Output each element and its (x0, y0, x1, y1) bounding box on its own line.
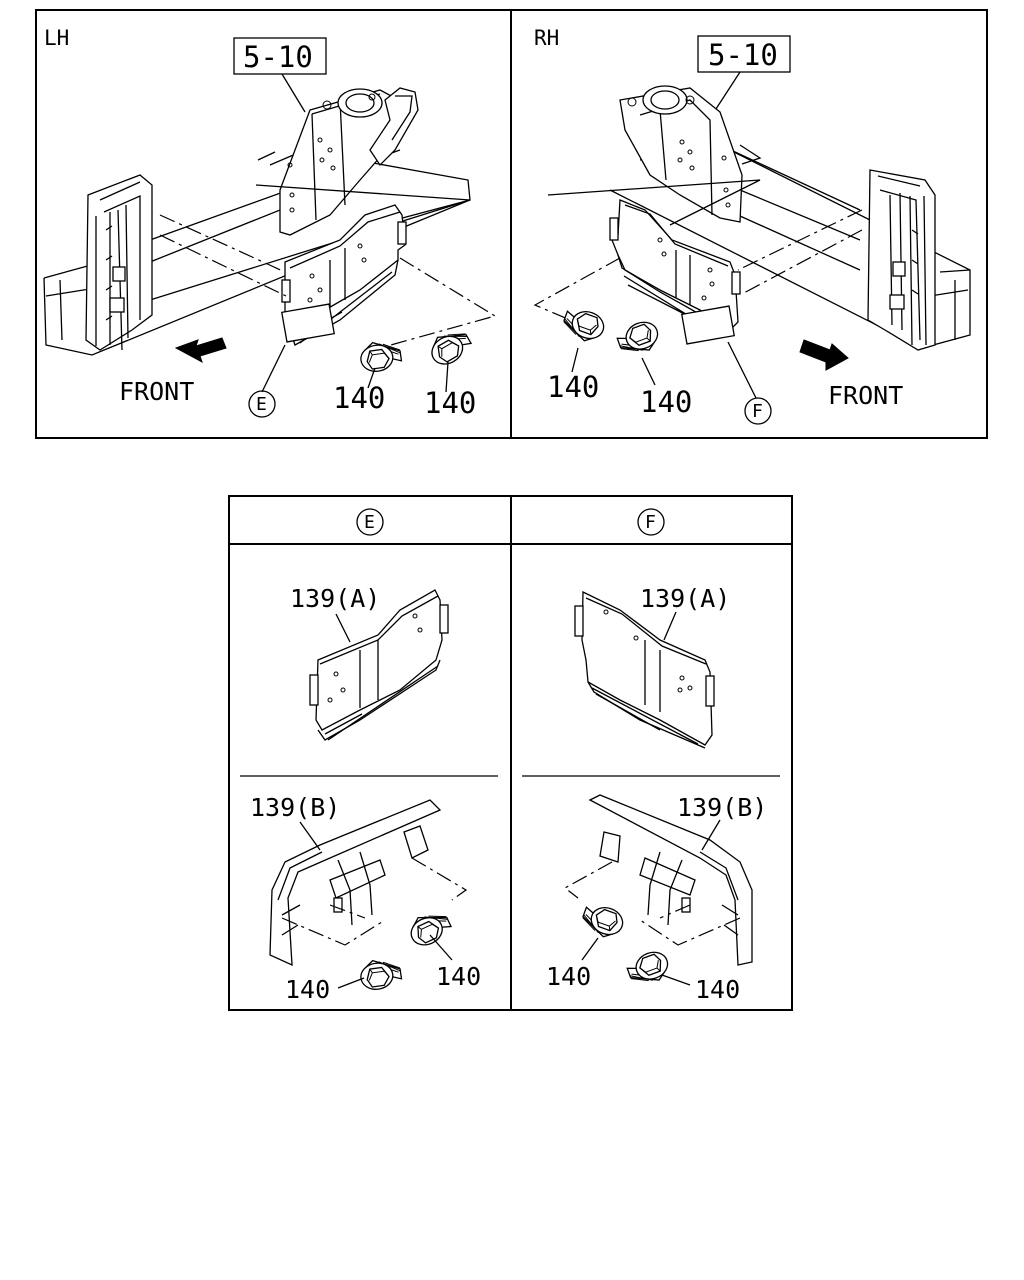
lh-hanger-bracket (279, 87, 419, 236)
lh-centerline-3 (379, 257, 497, 349)
rh-centerline-1 (737, 209, 863, 271)
rh-front-post (867, 169, 936, 351)
rh-hanger-bracket (619, 85, 743, 223)
detail-table: E F 139(A) (228, 495, 793, 1011)
lh-panel: LH 5-10 (43, 26, 497, 420)
detail-e-bolt-left-leader (337, 977, 365, 989)
detail-f-a-leader (663, 611, 677, 641)
rh-callout-letter: F (752, 401, 763, 422)
detail-header-e: E (364, 512, 375, 533)
detail-f-b-centerlines (563, 861, 741, 946)
rh-centerline-2 (741, 229, 863, 295)
detail-e-b-bolt-right: 140 (436, 962, 481, 991)
lh-part-left-leader (367, 367, 376, 389)
rh-front-arrow-icon (799, 339, 849, 371)
detail-f-bolt-right-icon (624, 947, 673, 990)
rh-section-box (681, 305, 735, 345)
detail-f-a-label: 139(A) (640, 584, 730, 613)
rh-centerline-3 (533, 257, 621, 321)
detail-header-f: F (645, 512, 656, 533)
detail-e-a-label: 139(A) (290, 584, 380, 613)
rh-ref-label: 5-10 (708, 38, 778, 72)
rh-bolt-right-icon (614, 317, 663, 360)
detail-e-bolt-right-icon (404, 905, 455, 951)
detail-f-b-bolt-left: 140 (546, 962, 591, 991)
lh-front-arrow-icon (174, 337, 227, 364)
detail-e-plate-b (269, 799, 442, 967)
lh-callout-letter: E (256, 394, 267, 415)
detail-e-a-leader (335, 613, 351, 643)
detail-e-b-bolt-left: 140 (285, 975, 330, 1004)
detail-f-b-leader (701, 819, 721, 851)
rh-side-label: RH (534, 26, 559, 50)
rh-part-left-leader (571, 347, 579, 373)
rh-ref-leader (713, 71, 741, 113)
detail-e-b-centerlines (281, 857, 468, 946)
lh-ref-leader (281, 73, 306, 113)
lh-centerline-2 (159, 234, 287, 297)
rh-ref-box (697, 35, 791, 73)
rh-part-right-leader (641, 357, 656, 386)
lh-section-box (281, 303, 335, 343)
lh-ref-box (233, 37, 327, 75)
lh-ref-label: 5-10 (243, 40, 313, 74)
detail-f-plate-a (574, 590, 715, 749)
rh-panel: RH 5-10 (533, 26, 971, 425)
rh-part-right-label: 140 (640, 385, 692, 419)
detail-f-bolt-left-icon (578, 899, 628, 943)
detail-e-b-label: 139(B) (250, 793, 340, 822)
detail-e-bolt-left-icon (358, 956, 404, 992)
lh-bolt-right-icon (424, 323, 476, 371)
detail-e-plate-a (309, 589, 449, 741)
detail-f-bolt-left-leader (581, 937, 599, 961)
lh-side-label: LH (44, 26, 69, 50)
lh-part-right-leader (445, 361, 449, 393)
rh-part-left-label: 140 (547, 370, 599, 404)
lh-callout-leader (261, 344, 286, 393)
detail-f-b-label: 139(B) (677, 793, 767, 822)
detail-e-bolt-right-leader (429, 934, 453, 961)
lh-centerline-1 (159, 214, 286, 273)
lh-front-post (85, 174, 153, 351)
rh-projection-lines (547, 179, 761, 226)
rh-front-label: FRONT (828, 381, 903, 410)
lh-part-right-label: 140 (424, 386, 476, 420)
detail-f-b-bolt-right: 140 (695, 975, 740, 1004)
detail-e-b-leader (299, 821, 321, 851)
rh-callout-leader (727, 341, 757, 399)
rh-bolt-left-icon (559, 303, 609, 347)
detail-f-plate-b (588, 794, 753, 966)
detail-f-bolt-right-leader (661, 974, 691, 986)
lh-part-left-label: 140 (333, 381, 385, 415)
lh-front-label: FRONT (119, 377, 194, 406)
